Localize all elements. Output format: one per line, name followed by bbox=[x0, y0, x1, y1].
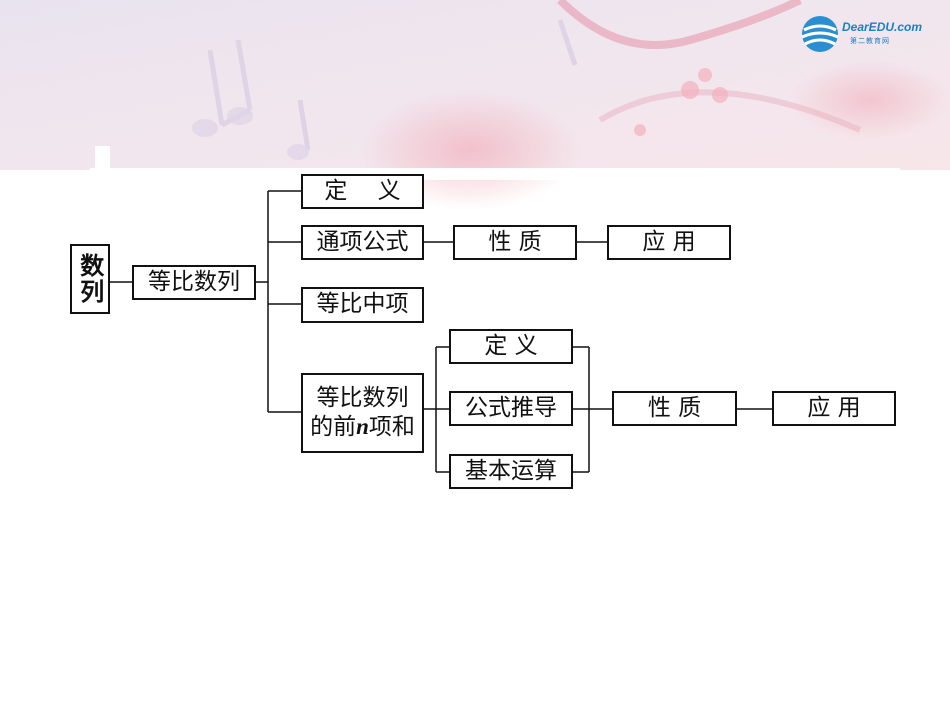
node-sum-definition-label: 定 义 bbox=[484, 332, 538, 359]
logo-subtitle: 第二教育网 bbox=[850, 38, 890, 45]
node-general-term-application-label: 应 用 bbox=[642, 228, 696, 255]
node-root-label: 数列 bbox=[75, 253, 105, 305]
node-topic: 等比数列 bbox=[132, 265, 256, 300]
node-sum: 等比数列 的前n项和 bbox=[301, 373, 424, 453]
node-geometric-mean: 等比中项 bbox=[301, 287, 424, 323]
node-topic-label: 等比数列 bbox=[148, 268, 240, 295]
node-sum-line2: 的前n项和 bbox=[310, 413, 415, 442]
node-general-term-application: 应 用 bbox=[607, 225, 731, 260]
node-sum-line2-post: 项和 bbox=[368, 414, 415, 440]
node-general-term-property: 性 质 bbox=[453, 225, 577, 260]
site-logo: DearEDU.com 第二教育网 bbox=[798, 14, 928, 58]
node-sum-property: 性 质 bbox=[612, 391, 737, 426]
node-sum-operations: 基本运算 bbox=[449, 454, 573, 489]
node-sum-derivation: 公式推导 bbox=[449, 391, 573, 426]
node-sum-line1: 等比数列 bbox=[316, 385, 409, 412]
node-root: 数列 bbox=[70, 244, 110, 314]
node-sum-derivation-label: 公式推导 bbox=[465, 394, 557, 421]
node-general-term-label: 通项公式 bbox=[316, 228, 409, 255]
node-general-term-property-label: 性 质 bbox=[488, 228, 542, 255]
node-geometric-mean-label: 等比中项 bbox=[316, 291, 409, 318]
node-sum-variable: n bbox=[356, 414, 369, 439]
node-sum-line2-pre: 的前 bbox=[310, 414, 357, 440]
logo-name: DearEDU.com bbox=[842, 20, 923, 34]
node-sum-definition: 定 义 bbox=[449, 329, 573, 364]
node-general-term: 通项公式 bbox=[301, 225, 424, 260]
globe-logo-icon bbox=[801, 16, 839, 52]
node-sum-application-label: 应 用 bbox=[807, 394, 861, 421]
node-definition: 定 义 bbox=[301, 174, 424, 209]
node-sum-operations-label: 基本运算 bbox=[465, 457, 557, 484]
node-sum-property-label: 性 质 bbox=[647, 394, 702, 421]
node-sum-application: 应 用 bbox=[772, 391, 896, 426]
node-definition-label: 定 义 bbox=[324, 177, 413, 204]
